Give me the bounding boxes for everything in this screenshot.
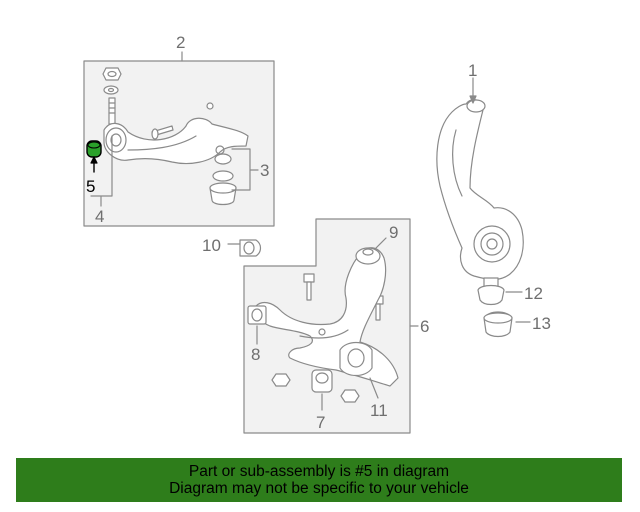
callout-9: 9 <box>389 223 398 242</box>
callout-3: 3 <box>260 161 269 180</box>
upper-nut <box>102 67 122 81</box>
banner-line-1: Part or sub-assembly is #5 in diagram <box>188 463 450 480</box>
ball-joint-12 <box>477 277 505 306</box>
lower-bolt-a <box>303 273 315 301</box>
banner-line-2: Diagram may not be specific to your vehi… <box>169 480 469 497</box>
upper-control-arm <box>103 117 249 165</box>
callout-5: 5 <box>86 177 95 196</box>
part-info-banner: Part or sub-assembly is #5 in diagram Di… <box>16 458 622 502</box>
callout-6: 6 <box>420 317 429 336</box>
leader-9 <box>375 237 387 249</box>
ball-joint-parts <box>209 153 237 206</box>
leader-3 <box>231 148 259 191</box>
callout-1: 1 <box>468 61 477 80</box>
callout-8: 8 <box>251 345 260 364</box>
bushing-part-11 <box>339 341 373 377</box>
bushing-part-7 <box>311 369 333 393</box>
steering-knuckle <box>436 99 524 281</box>
callout-7: 7 <box>316 413 325 432</box>
callout-10: 10 <box>202 236 221 255</box>
upper-stud <box>108 97 116 125</box>
lower-nut-a <box>271 373 291 387</box>
callout-11: 11 <box>370 401 388 420</box>
callout-2: 2 <box>176 33 185 52</box>
callout-13: 13 <box>532 314 551 333</box>
bushing-part-8 <box>247 305 267 325</box>
callout-4: 4 <box>95 207 104 226</box>
boot-13 <box>483 311 513 338</box>
bushing-part-10 <box>239 239 262 257</box>
upper-bolt <box>151 125 174 140</box>
leader-11 <box>369 377 379 399</box>
callout-12: 12 <box>524 284 543 303</box>
lower-nut-b <box>340 389 360 403</box>
leader-4 <box>90 135 113 207</box>
bushing-part-5 <box>86 140 102 158</box>
upper-washer <box>103 85 119 95</box>
